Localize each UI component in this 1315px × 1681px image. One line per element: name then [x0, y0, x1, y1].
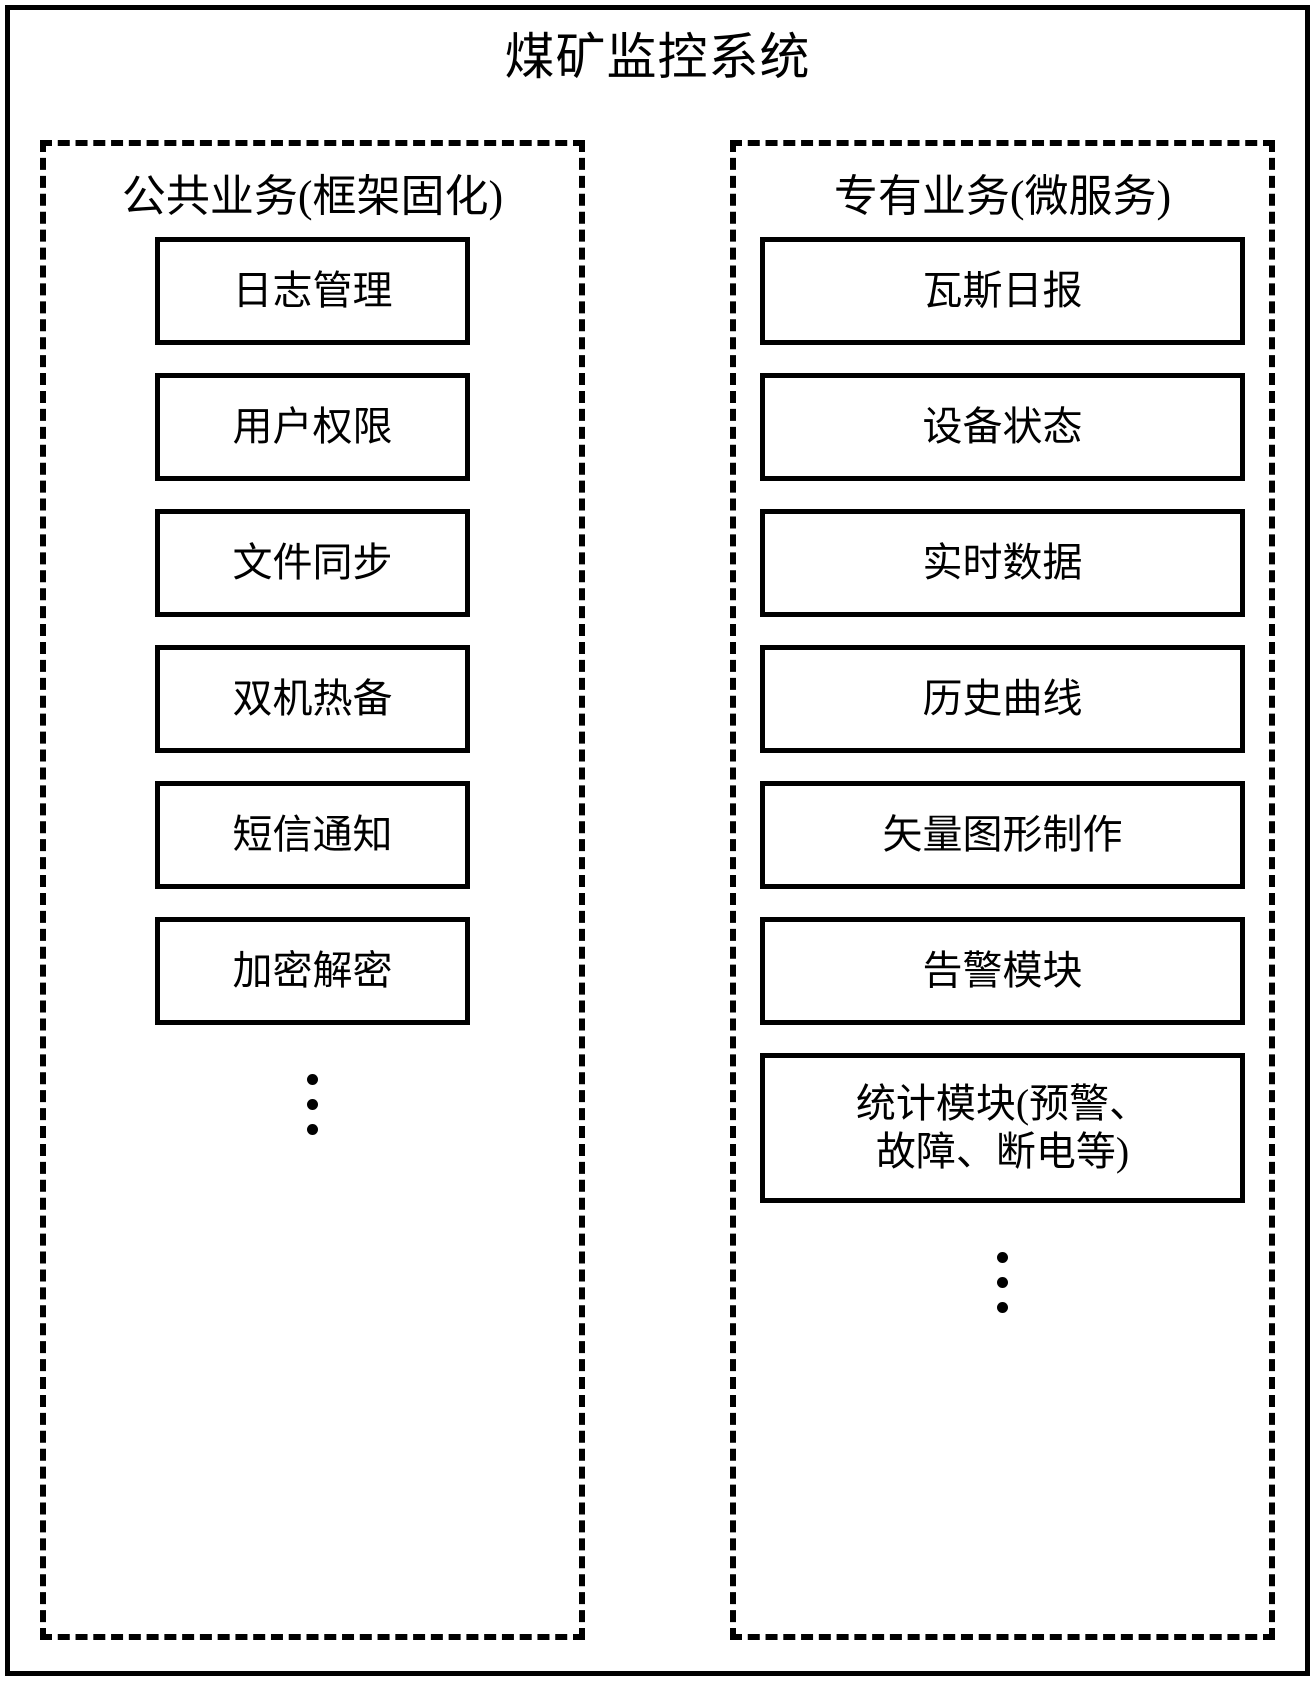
group-public-business: 公共业务(框架固化) 日志管理 用户权限 文件同步 双机热备 短信通知 [40, 140, 585, 1640]
module-box-alarm[interactable]: 告警模块 [760, 916, 1245, 1025]
module-box-gas-daily-report[interactable]: 瓦斯日报 [760, 236, 1245, 345]
module-label: 历史曲线 [922, 676, 1083, 721]
module-box-file-sync[interactable]: 文件同步 [155, 508, 470, 617]
module-label: 短信通知 [232, 812, 393, 857]
module-box-realtime-data[interactable]: 实时数据 [760, 508, 1245, 617]
group-private-business-module-list: 瓦斯日报 设备状态 实时数据 历史曲线 矢量图形制作 告警模块 [736, 236, 1269, 1320]
module-box-user-permissions[interactable]: 用户权限 [155, 372, 470, 481]
module-box-encryption-decryption[interactable]: 加密解密 [155, 916, 470, 1025]
group-public-business-module-list: 日志管理 用户权限 文件同步 双机热备 短信通知 加密解密 [46, 236, 579, 1142]
group-columns: 公共业务(框架固化) 日志管理 用户权限 文件同步 双机热备 短信通知 [40, 140, 1275, 1640]
module-box-dual-machine-hot-standby[interactable]: 双机热备 [155, 644, 470, 753]
module-box-device-status[interactable]: 设备状态 [760, 372, 1245, 481]
group-private-business-title: 专有业务(微服务) [833, 172, 1172, 221]
ellipsis-dot [307, 1098, 318, 1110]
page-title: 煤矿监控系统 [504, 29, 811, 85]
module-label: 加密解密 [232, 948, 393, 993]
vertical-ellipsis-icon [997, 1245, 1008, 1320]
group-public-business-title: 公共业务(框架固化) [121, 172, 504, 221]
module-box-log-management[interactable]: 日志管理 [155, 236, 470, 345]
module-label: 日志管理 [232, 268, 393, 313]
ellipsis-dot [997, 1251, 1008, 1263]
ellipsis-dot [997, 1301, 1008, 1313]
ellipsis-dot [997, 1276, 1008, 1288]
ellipsis-dot [307, 1073, 318, 1085]
module-label: 瓦斯日报 [922, 268, 1083, 313]
system-boundary-frame [5, 5, 1310, 1676]
module-label: 实时数据 [922, 540, 1083, 585]
module-box-historical-curve[interactable]: 历史曲线 [760, 644, 1245, 753]
module-box-statistics[interactable]: 统计模块(预警、 故障、断电等) [760, 1052, 1245, 1203]
module-label: 矢量图形制作 [882, 812, 1123, 857]
module-label: 用户权限 [232, 404, 393, 449]
module-label: 双机热备 [232, 676, 393, 721]
module-box-vector-graphics[interactable]: 矢量图形制作 [760, 780, 1245, 889]
ellipsis-dot [307, 1123, 318, 1135]
module-label: 文件同步 [232, 540, 393, 585]
vertical-ellipsis-icon [307, 1067, 318, 1142]
group-private-business: 专有业务(微服务) 瓦斯日报 设备状态 实时数据 历史曲线 矢量图形制作 [730, 140, 1275, 1640]
module-label: 设备状态 [922, 404, 1083, 449]
module-label: 告警模块 [922, 948, 1083, 993]
module-label: 统计模块(预警、 故障、断电等) [855, 1081, 1150, 1174]
module-box-sms-notification[interactable]: 短信通知 [155, 780, 470, 889]
